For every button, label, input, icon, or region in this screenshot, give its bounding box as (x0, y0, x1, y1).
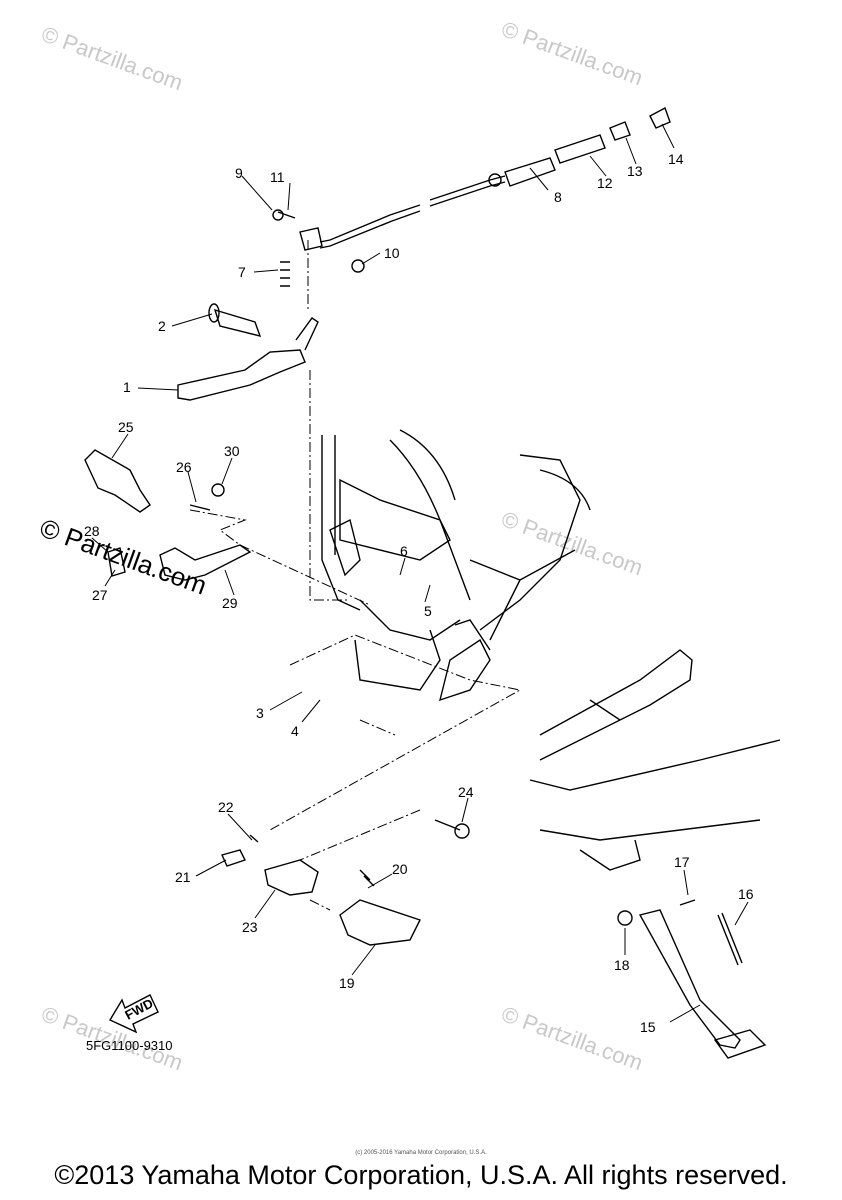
callout-3: 3 (256, 705, 264, 721)
footrest-right (84, 449, 252, 581)
callout-17: 17 (674, 854, 690, 870)
watermark-mid-left: © Partzilla.com (36, 512, 211, 600)
side-stand (617, 899, 767, 1059)
diagram-code: 5FG1100-9310 (86, 1038, 173, 1053)
callout-24: 24 (458, 784, 474, 800)
brake-rod (319, 107, 671, 273)
callout-10: 10 (384, 245, 400, 261)
callout-16: 16 (738, 886, 754, 902)
callouts: 1 2 3 4 5 6 7 8 9 10 11 12 13 14 15 16 1… (84, 151, 754, 1035)
callout-7: 7 (238, 264, 246, 280)
callout-1: 1 (123, 379, 131, 395)
callout-19: 19 (339, 975, 355, 991)
callout-leaders (91, 123, 749, 1023)
brake-pedal (177, 209, 323, 401)
watermark-top-left: © Partzilla.com (38, 21, 186, 95)
callout-12: 12 (597, 175, 613, 191)
callout-27: 27 (92, 587, 108, 603)
callout-29: 29 (222, 595, 238, 611)
callout-9: 9 (235, 165, 243, 181)
callout-30: 30 (224, 443, 240, 459)
callout-6: 6 (400, 543, 408, 559)
callout-25: 25 (118, 419, 134, 435)
callout-18: 18 (614, 957, 630, 973)
callout-11: 11 (270, 169, 285, 185)
callout-21: 21 (175, 869, 191, 885)
copyright-notice: ©2013 Yamaha Motor Corporation, U.S.A. A… (54, 1160, 788, 1190)
watermark-bottom-right: © Partzilla.com (498, 1001, 646, 1075)
guide-lines (189, 240, 522, 911)
watermark-top-right: © Partzilla.com (498, 16, 646, 90)
callout-15: 15 (640, 1019, 656, 1035)
callout-8: 8 (554, 189, 562, 205)
callout-22: 22 (218, 799, 234, 815)
callout-13: 13 (627, 163, 643, 179)
callout-20: 20 (392, 861, 408, 877)
watermark-mid-right: © Partzilla.com (498, 506, 646, 580)
small-copyright: (c) 2005-2016 Yamaha Motor Corporation, … (355, 1150, 487, 1156)
footrest-left (221, 819, 470, 946)
callout-26: 26 (176, 459, 192, 475)
callout-14: 14 (668, 151, 684, 167)
callout-23: 23 (242, 919, 258, 935)
callout-4: 4 (291, 723, 299, 739)
callout-28: 28 (84, 523, 100, 539)
frame-drawing (321, 429, 781, 871)
callout-2: 2 (158, 318, 166, 334)
callout-5: 5 (424, 603, 432, 619)
